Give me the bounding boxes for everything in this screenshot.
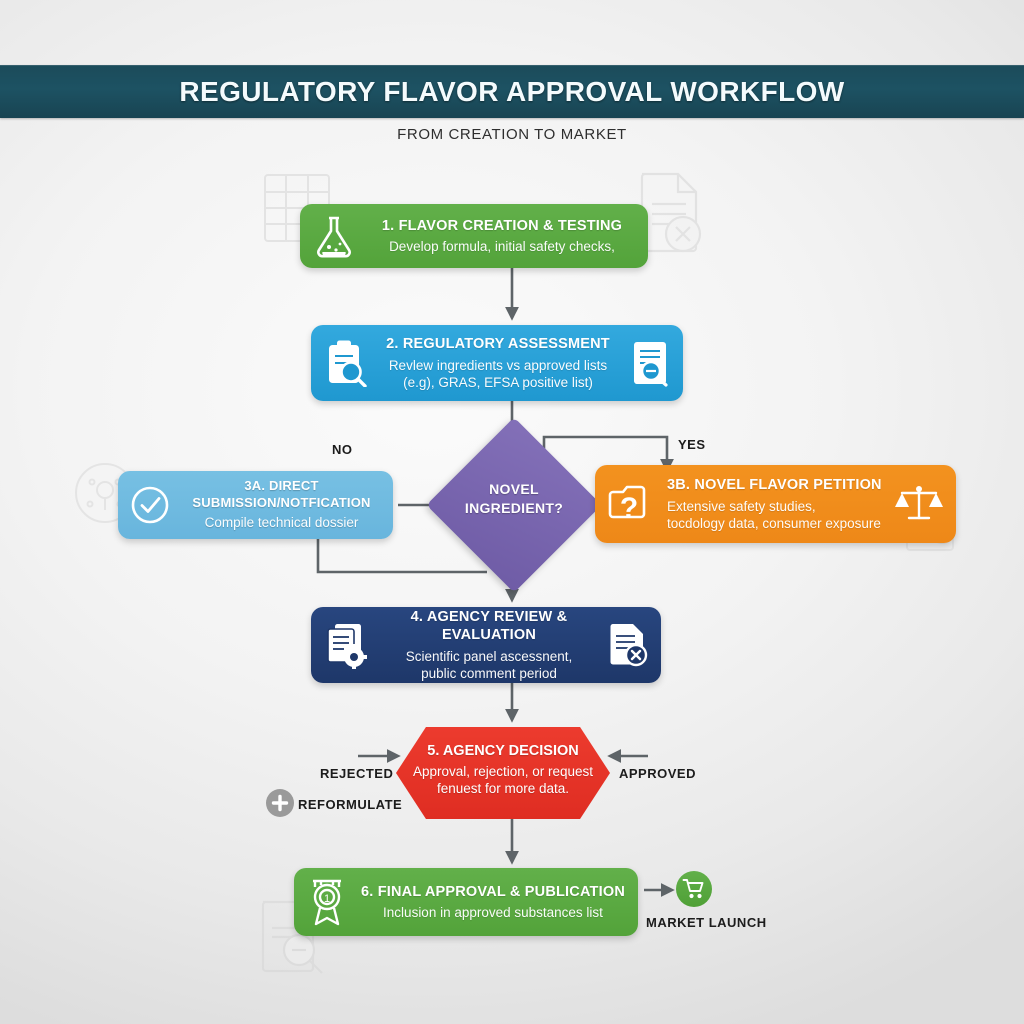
node-step-4[interactable]: 4. AGENCY REVIEW & EVALUATION Scientific… — [311, 607, 661, 683]
decision-label-line2: INGREDIENT? — [464, 499, 564, 516]
node-5-title: 5. AGENCY DECISION — [427, 743, 579, 759]
document-search-icon — [629, 339, 671, 387]
edge-label-reformulate: REFORMULATE — [298, 797, 403, 812]
edge-label-rejected: REJECTED — [320, 766, 394, 781]
document-x-icon — [607, 622, 649, 668]
clipboard-search-icon — [323, 339, 367, 387]
node-step-3a[interactable]: 3A. DIRECT SUBMISSION/NOTFICATION Compil… — [118, 471, 393, 539]
edge-label-market-launch: MARKET LAUNCH — [646, 915, 767, 930]
edge-label-approved: APPROVED — [619, 766, 696, 781]
node-step-5[interactable] — [396, 727, 610, 819]
question-box-icon: ? — [607, 480, 653, 528]
node-4-subtitle-line2: public comment period — [421, 666, 557, 682]
check-circle-icon — [130, 485, 170, 525]
node-3a-text: 3A. DIRECT SUBMISSION/NOTFICATION Compil… — [170, 478, 393, 532]
document-x-icon — [640, 172, 702, 253]
scales-icon — [894, 482, 944, 526]
node-2-title: 2. REGULATORY ASSESSMENT — [386, 335, 610, 352]
node-3b-title: 3B. NOVEL FLAVOR PETITION — [667, 476, 882, 493]
node-6-title: 6. FINAL APPROVAL & PUBLICATION — [361, 883, 625, 900]
node-step-6[interactable]: 1 6. FINAL APPROVAL & PUBLICATION Inclus… — [294, 868, 638, 936]
node-5-text: 5. AGENCY DECISION Approval, rejection, … — [396, 742, 610, 798]
svg-text:?: ? — [620, 492, 638, 525]
flask-icon — [312, 213, 356, 259]
node-3b-text: 3B. NOVEL FLAVOR PETITION Extensive safe… — [653, 476, 894, 532]
node-step-3b[interactable]: ? 3B. NOVEL FLAVOR PETITION Extensive sa… — [595, 465, 956, 543]
plus-circle-icon — [266, 789, 294, 817]
page-subtitle: FROM CREATION TO MARKET — [397, 126, 627, 143]
edge-label-yes: YES — [678, 437, 706, 452]
documents-gear-icon — [323, 621, 371, 669]
node-5-subtitle-line1: Approval, rejection, or request — [412, 763, 594, 779]
svg-text:1: 1 — [324, 893, 330, 905]
edge-label-no: NO — [332, 442, 353, 457]
node-step-1[interactable]: 1. FLAVOR CREATION & TESTING Develop for… — [300, 204, 648, 268]
title-banner: REGULATORY FLAVOR APPROVAL WORKFLOW — [0, 65, 1024, 118]
node-2-text: 2. REGULATORY ASSESSMENT Revlew ingredie… — [367, 335, 629, 391]
decision-label: NOVEL INGREDIENT? — [432, 480, 596, 518]
node-1-subtitle: Develop formula, initial safety checks, — [389, 239, 615, 255]
node-6-text: 6. FINAL APPROVAL & PUBLICATION Inclusio… — [348, 883, 638, 922]
node-3b-subtitle-line1: Extensive safety studies, — [667, 498, 816, 514]
node-step-2[interactable]: 2. REGULATORY ASSESSMENT Revlew ingredie… — [311, 325, 683, 401]
node-1-title: 1. FLAVOR CREATION & TESTING — [381, 217, 623, 234]
node-5-subtitle-line2: fenuest for more data. — [436, 781, 570, 797]
node-2-subtitle-line2: (e.g), GRAS, EFSA positive list) — [403, 374, 593, 390]
page-title: REGULATORY FLAVOR APPROVAL WORKFLOW — [179, 75, 845, 107]
node-4-title: 4. AGENCY REVIEW & EVALUATION — [410, 608, 568, 644]
node-3a-subtitle: Compile technical dossier — [204, 515, 359, 531]
node-4-text: 4. AGENCY REVIEW & EVALUATION Scientific… — [371, 608, 607, 683]
node-3b-subtitle-line2: tocdology data, consumer exposure — [667, 515, 881, 531]
node-4-subtitle-line1: Scientific panel ascessnent, — [405, 648, 573, 664]
node-3a-title: 3A. DIRECT SUBMISSION/NOTFICATION — [192, 478, 371, 510]
node-1-text: 1. FLAVOR CREATION & TESTING Develop for… — [356, 217, 648, 256]
node-6-subtitle: Inclusion in approved substances list — [383, 905, 603, 921]
decision-label-line1: NOVEL — [489, 481, 539, 497]
node-2-subtitle-line1: Revlew ingredients vs approved lists — [388, 357, 608, 373]
shopping-cart-icon — [676, 871, 712, 907]
award-ribbon-icon: 1 — [306, 877, 348, 927]
